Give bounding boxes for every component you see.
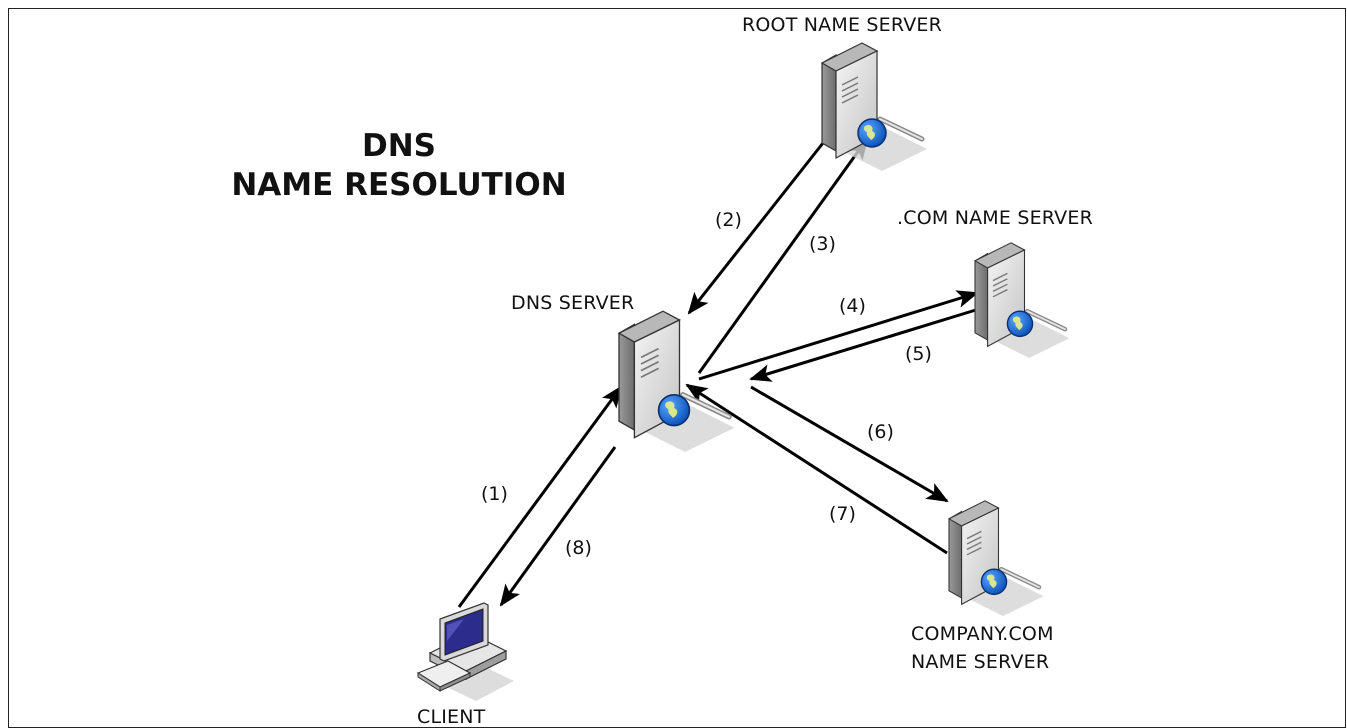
step-label-4: (4): [839, 295, 866, 317]
arrow-8: [499, 446, 617, 607]
arrow-4: [698, 290, 979, 381]
step-label-1: (1): [481, 483, 508, 505]
arrow-7: [685, 383, 948, 555]
com-server-label: .COM NAME SERVER: [897, 207, 1093, 229]
company-server-label-2: NAME SERVER: [911, 651, 1050, 673]
arrows: [457, 137, 980, 608]
step-label-8: (8): [565, 537, 592, 559]
diagram-frame: DNS NAME RESOLUTION ROOT NAME SERVER .CO…: [8, 8, 1346, 728]
step-label-6: (6): [867, 421, 894, 443]
diagram-title: DNS NAME RESOLUTION: [219, 127, 579, 205]
root-server-label: ROOT NAME SERVER: [742, 14, 943, 36]
com-server-icon: [975, 243, 1070, 358]
step-label-7: (7): [829, 503, 856, 525]
dns-server-icon: [619, 311, 735, 452]
arrow-3: [697, 137, 869, 374]
arrow-2: [687, 142, 825, 315]
company-server-icon: [949, 501, 1044, 616]
client-computer-icon: [416, 602, 514, 701]
arrow-6: [750, 385, 949, 503]
company-server-label-1: COMPANY.COM: [911, 623, 1054, 645]
step-label-2: (2): [715, 209, 742, 231]
diagram-canvas: [416, 9, 1346, 701]
dns-server-label: DNS SERVER: [511, 292, 635, 314]
step-label-5: (5): [905, 343, 932, 365]
title-line-2: NAME RESOLUTION: [231, 167, 567, 203]
root-server-icon: [822, 43, 927, 171]
step-label-3: (3): [809, 233, 836, 255]
arrow-5: [749, 307, 980, 382]
client-label: CLIENT: [417, 706, 486, 728]
title-line-1: DNS: [361, 128, 436, 164]
arrow-1: [457, 385, 623, 608]
